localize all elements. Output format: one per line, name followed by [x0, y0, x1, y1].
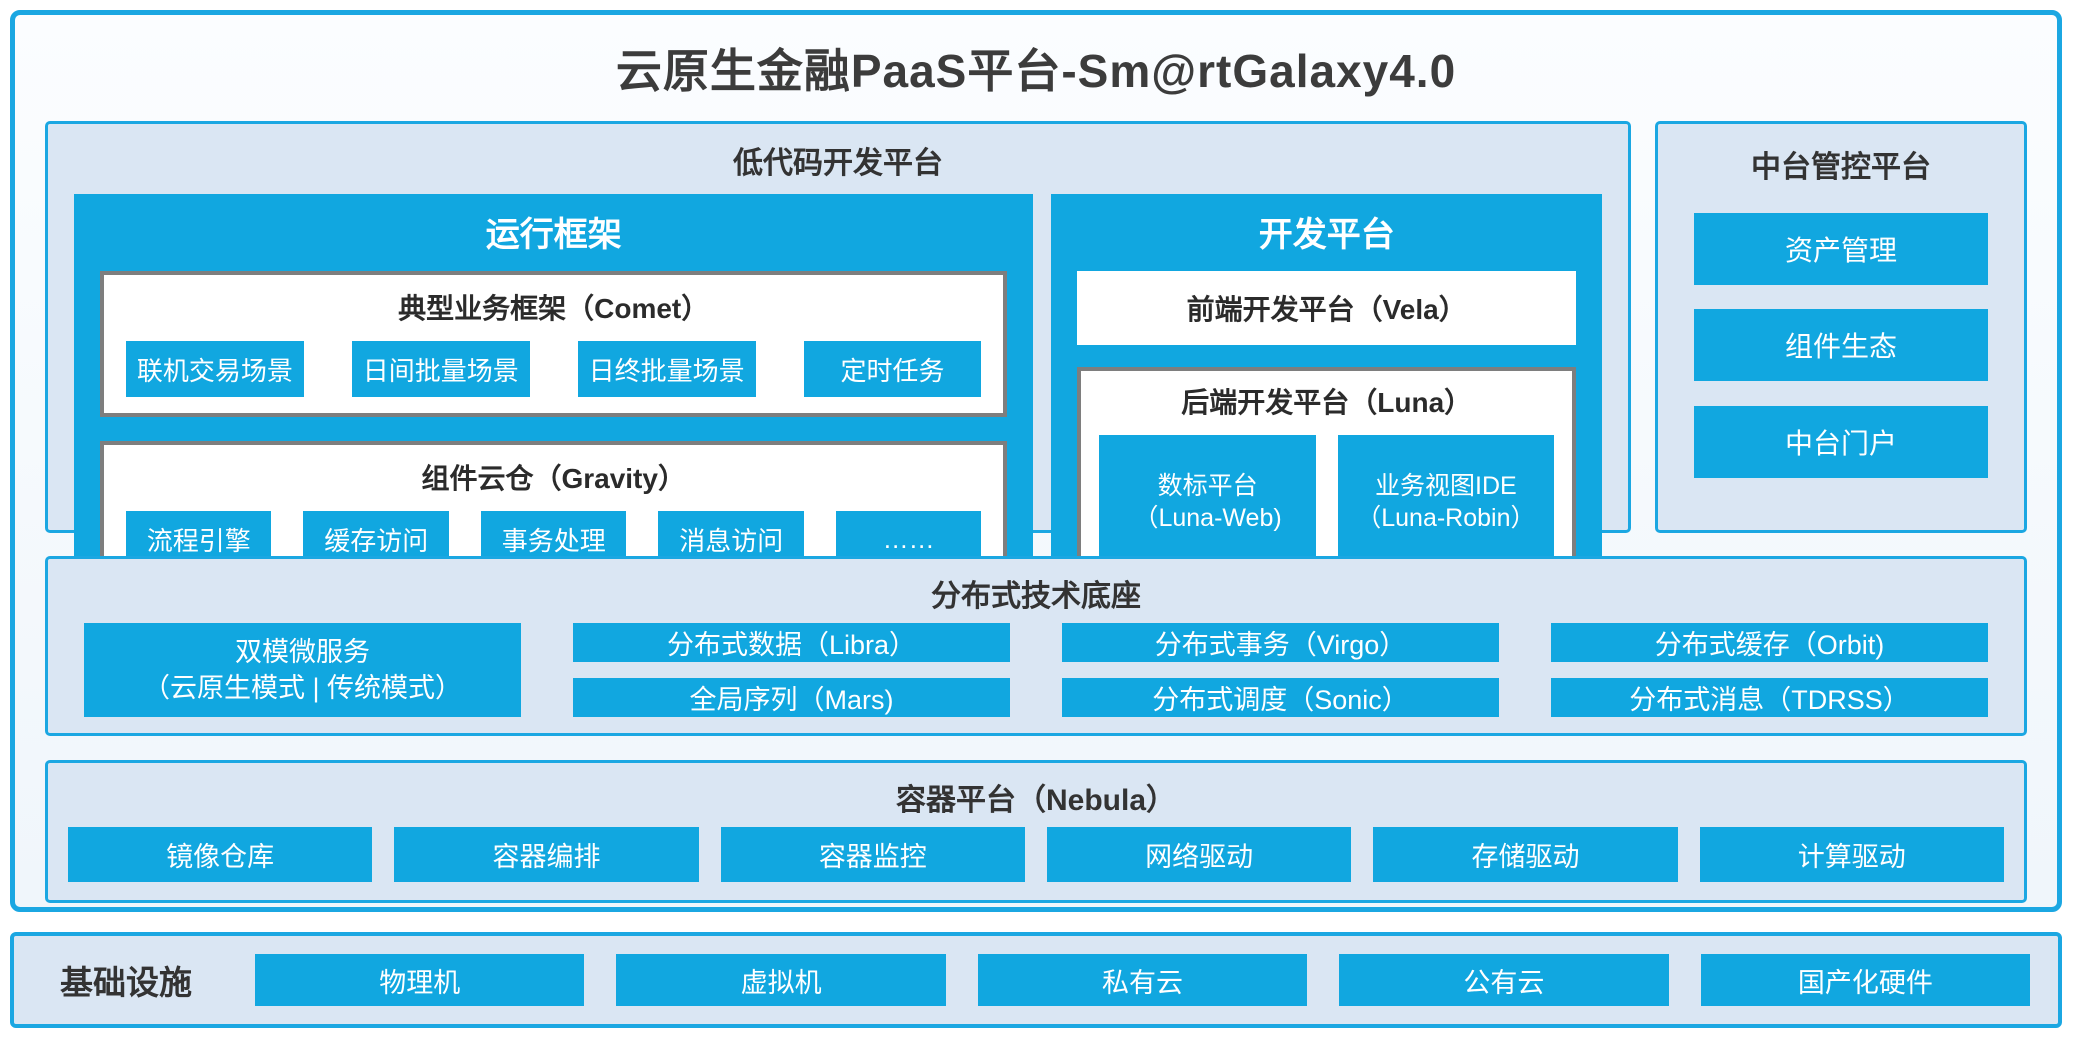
- midend-control-title: 中台管控平台: [1751, 151, 1931, 184]
- distributed-message-tdrss-item: 分布式消息（TDRSS）: [1551, 678, 1988, 717]
- main-architecture-frame: 云原生金融PaaS平台-Sm@rtGalaxy4.0 低代码开发平台 运行框架 …: [10, 10, 2062, 912]
- dual-mode-modes: （云原生模式 | 传统模式）: [142, 673, 463, 703]
- lowcode-platform-section: 低代码开发平台 运行框架 典型业务框架（Comet） 联机交易场景 日间批量场景…: [45, 121, 1631, 605]
- comet-item-daytime-batch: 日间批量场景: [351, 341, 530, 397]
- runtime-framework-title: 运行框架: [485, 216, 622, 254]
- luna-items-row: 数标平台 （Luna-Web) 业务视图IDE （Luna-Robin）: [1099, 435, 1555, 569]
- vela-frontend-bar: 前端开发平台（Vela）: [1077, 271, 1576, 345]
- lowcode-platform-title: 低代码开发平台: [733, 147, 943, 180]
- distributed-grid: 双模微服务 （云原生模式 | 传统模式） 分布式数据（Libra） 全局序列（M…: [48, 623, 2024, 733]
- container-item-image-registry: 镜像仓库: [68, 827, 373, 882]
- midend-item-asset-management: 资产管理: [1694, 212, 1988, 285]
- comet-item-online-trade: 联机交易场景: [126, 341, 304, 397]
- runtime-framework-panel: 运行框架 典型业务框架（Comet） 联机交易场景 日间批量场景 日终批量场景 …: [74, 194, 1034, 605]
- dual-mode-microservice-item: 双模微服务 （云原生模式 | 传统模式）: [84, 623, 521, 717]
- comet-item-scheduled-task: 定时任务: [803, 341, 982, 397]
- infrastructure-items-row: 物理机 虚拟机 私有云 公有云 国产化硬件: [255, 954, 2031, 1006]
- luna-robin-name: 业务视图IDE: [1375, 471, 1517, 500]
- infra-item-physical-machine: 物理机: [255, 954, 585, 1006]
- infra-item-virtual-machine: 虚拟机: [616, 954, 946, 1006]
- container-item-network-driver: 网络驱动: [1046, 827, 1352, 882]
- comet-framework-box: 典型业务框架（Comet） 联机交易场景 日间批量场景 日终批量场景 定时任务: [100, 271, 1008, 417]
- container-item-orchestration: 容器编排: [394, 827, 699, 882]
- distributed-cache-orbit-item: 分布式缓存（Orbit): [1551, 623, 1988, 662]
- dev-platform-panel: 开发平台 前端开发平台（Vela） 后端开发平台（Luna） 数标平台 （Lun…: [1051, 194, 1602, 605]
- global-sequence-mars-item: 全局序列（Mars): [573, 678, 1010, 717]
- container-platform-title: 容器平台（Nebula）: [895, 784, 1177, 817]
- lowcode-platform-body: 运行框架 典型业务框架（Comet） 联机交易场景 日间批量场景 日终批量场景 …: [48, 192, 1628, 625]
- midend-items-column: 资产管理 组件生态 中台门户: [1658, 188, 2024, 502]
- distributed-scheduling-sonic-item: 分布式调度（Sonic）: [1062, 678, 1499, 717]
- infra-item-public-cloud: 公有云: [1339, 954, 1669, 1006]
- luna-backend-box: 后端开发平台（Luna） 数标平台 （Luna-Web) 业务视图IDE （Lu…: [1077, 367, 1576, 587]
- distributed-data-libra-item: 分布式数据（Libra）: [573, 623, 1010, 662]
- midend-item-midend-portal: 中台门户: [1694, 405, 1988, 478]
- container-platform-section: 容器平台（Nebula） 镜像仓库 容器编排 容器监控 网络驱动 存储驱动 计算…: [45, 760, 2027, 903]
- comet-framework-title: 典型业务框架（Comet）: [398, 293, 710, 324]
- gravity-warehouse-title: 组件云仓（Gravity）: [421, 463, 686, 494]
- midend-item-component-ecosystem: 组件生态: [1694, 309, 1988, 381]
- container-items-row: 镜像仓库 容器编排 容器监控 网络驱动 存储驱动 计算驱动: [48, 827, 2024, 900]
- container-item-compute-driver: 计算驱动: [1699, 827, 2004, 882]
- container-item-monitoring: 容器监控: [720, 827, 1025, 882]
- dev-platform-title: 开发平台: [1258, 216, 1395, 254]
- luna-robin-item: 业务视图IDE （Luna-Robin）: [1337, 435, 1555, 569]
- luna-web-item: 数标平台 （Luna-Web): [1099, 435, 1316, 569]
- gravity-items-row: 流程引擎 缓存访问 事务处理 消息访问 ……: [126, 511, 982, 567]
- distributed-base-title: 分布式技术底座: [931, 580, 1141, 613]
- top-row: 低代码开发平台 运行框架 典型业务框架（Comet） 联机交易场景 日间批量场景…: [45, 121, 2027, 605]
- luna-backend-title: 后端开发平台（Luna）: [1181, 387, 1473, 418]
- page-title: 云原生金融PaaS平台-Sm@rtGalaxy4.0: [615, 45, 1457, 97]
- container-item-storage-driver: 存储驱动: [1373, 827, 1678, 882]
- infra-item-domestic-hardware: 国产化硬件: [1700, 954, 2031, 1006]
- dual-mode-name: 双模微服务: [235, 636, 370, 667]
- infrastructure-section: 基础设施 物理机 虚拟机 私有云 公有云 国产化硬件: [10, 932, 2062, 1028]
- midend-control-section: 中台管控平台 资产管理 组件生态 中台门户: [1655, 121, 2027, 533]
- comet-items-row: 联机交易场景 日间批量场景 日终批量场景 定时任务: [126, 341, 982, 397]
- luna-robin-code: （Luna-Robin）: [1356, 504, 1536, 532]
- infra-item-private-cloud: 私有云: [977, 954, 1308, 1006]
- distributed-base-section: 分布式技术底座 双模微服务 （云原生模式 | 传统模式） 分布式数据（Libra…: [45, 556, 2027, 736]
- comet-item-endofday-batch: 日终批量场景: [577, 341, 756, 397]
- luna-web-code: （Luna-Web): [1133, 504, 1282, 532]
- infrastructure-title: 基础设施: [60, 964, 192, 1001]
- luna-web-name: 数标平台: [1157, 471, 1258, 500]
- distributed-transaction-virgo-item: 分布式事务（Virgo）: [1062, 623, 1499, 662]
